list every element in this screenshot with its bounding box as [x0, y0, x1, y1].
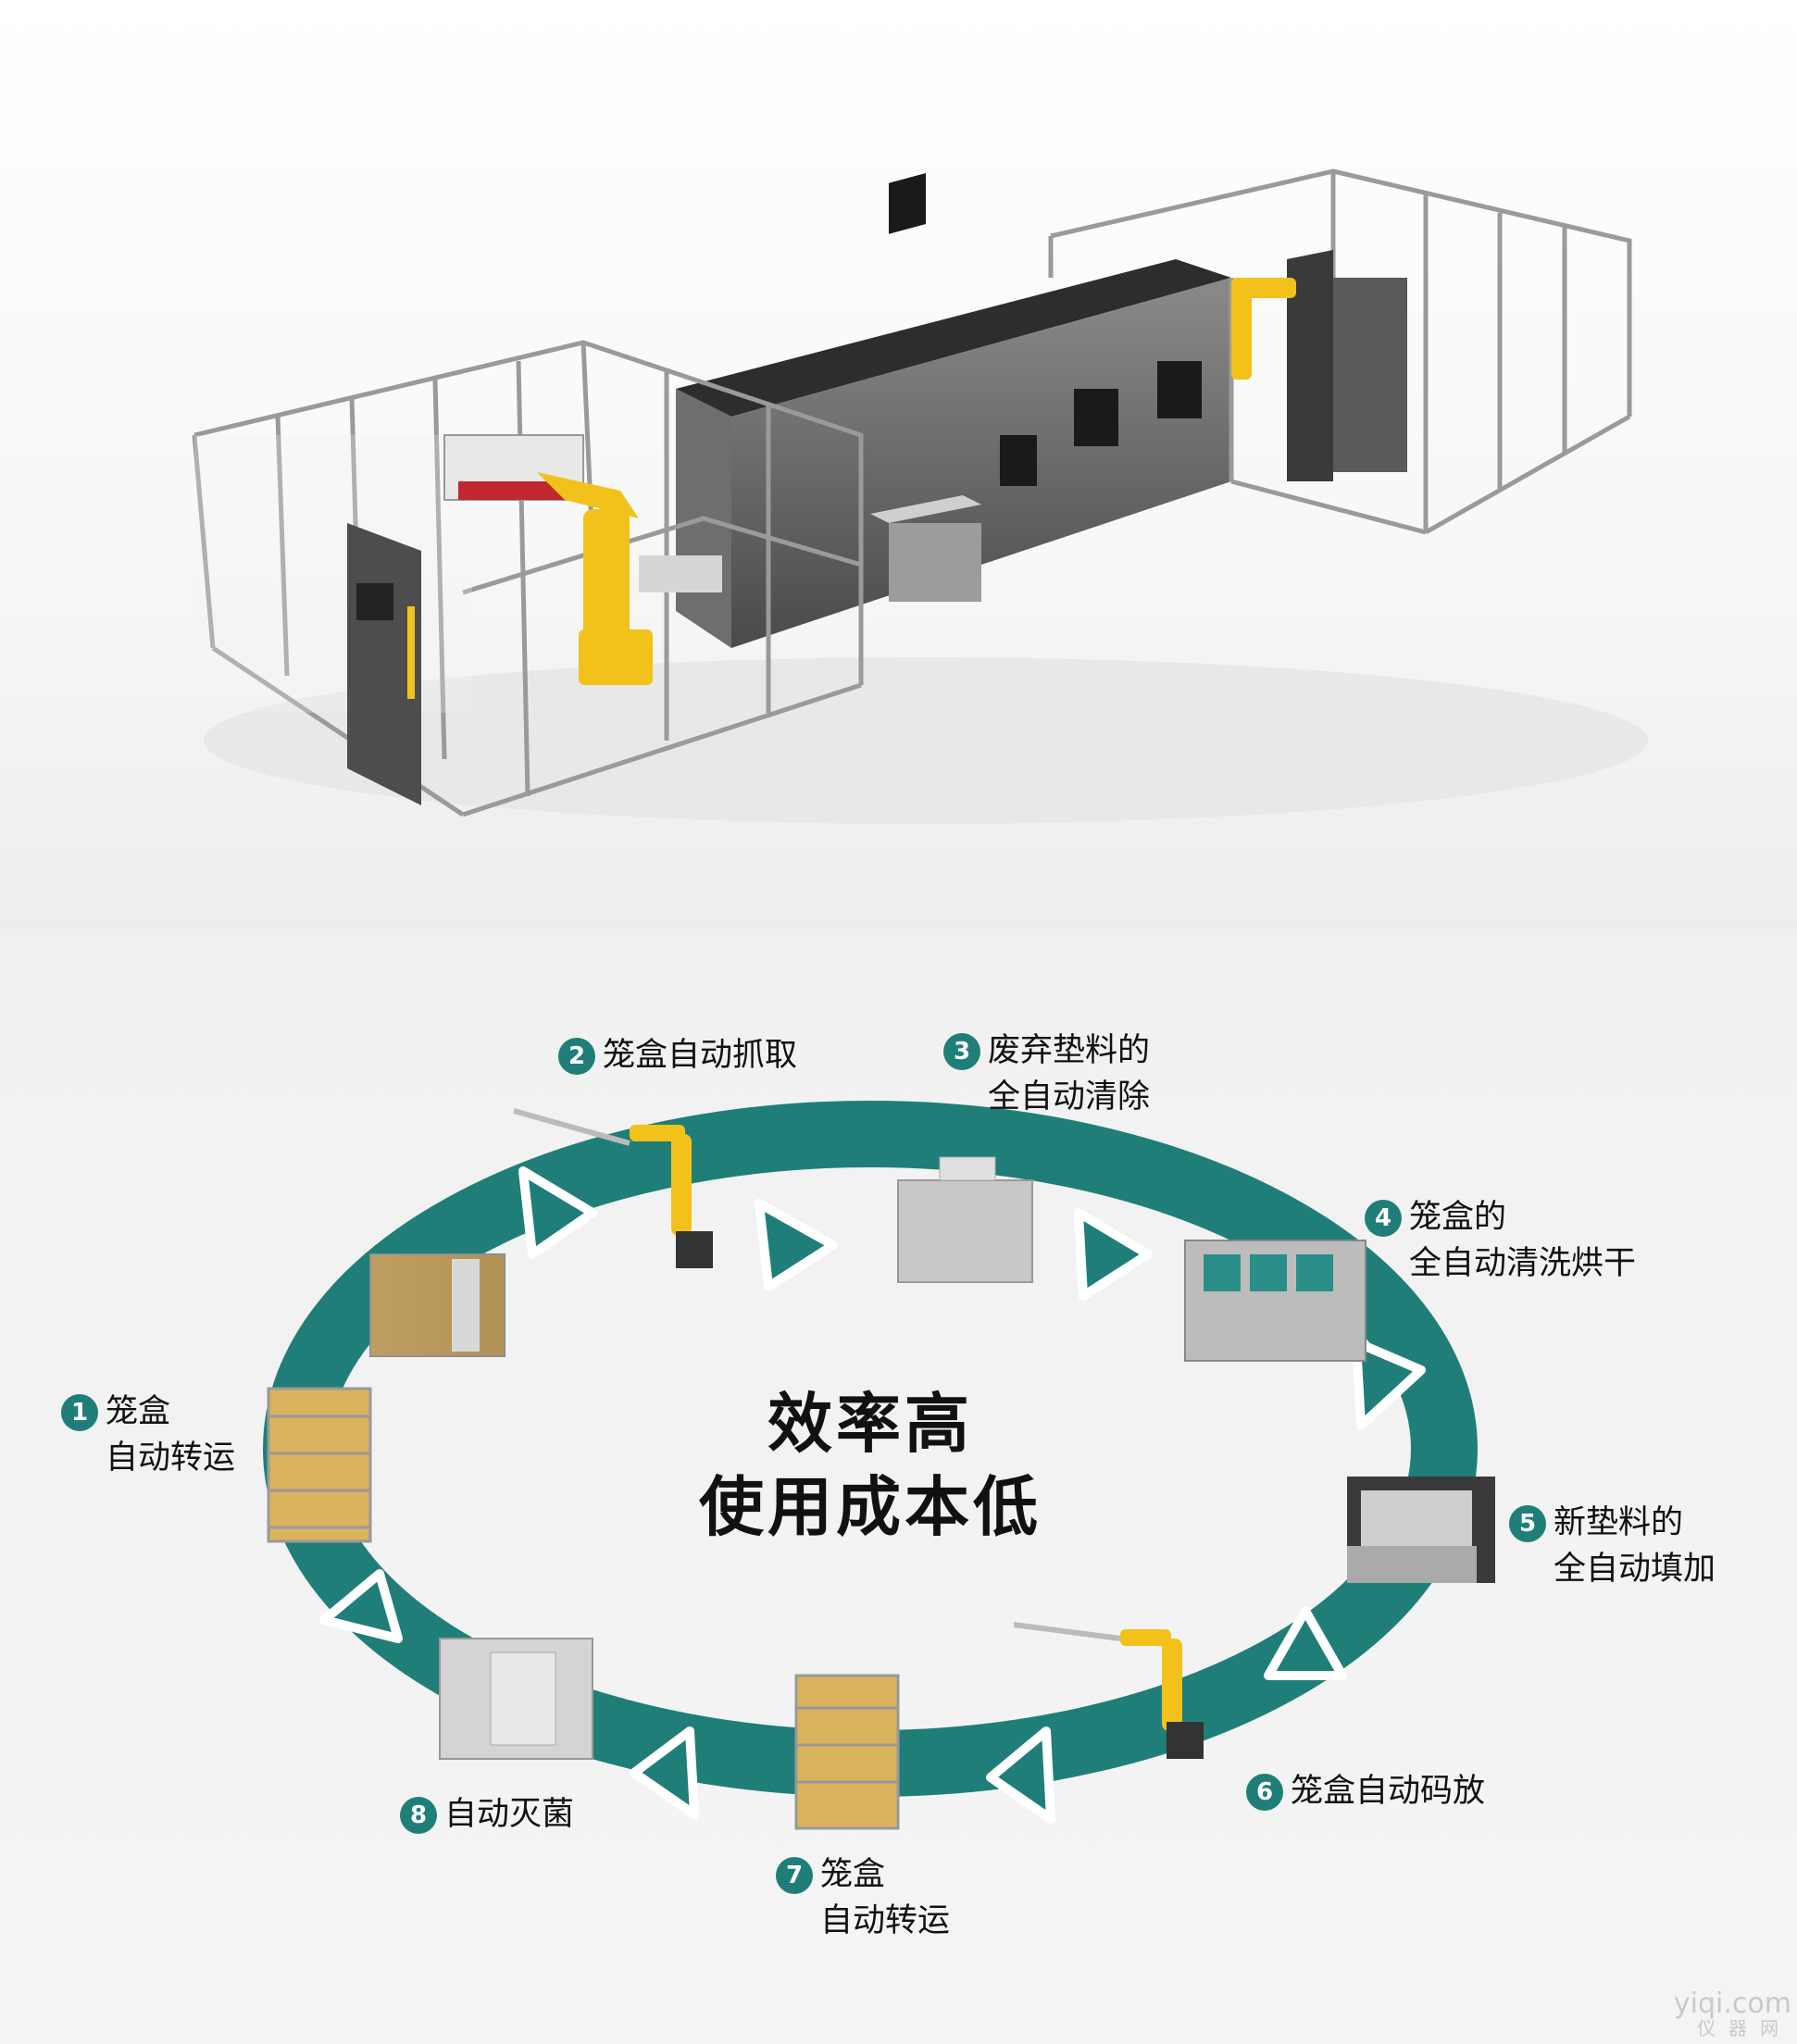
tunnel-washer-icon: [1184, 1240, 1366, 1362]
production-line-render: [0, 0, 1797, 935]
step-6-badge: 6: [1246, 1774, 1283, 1811]
step-4-badge: 4: [1365, 1200, 1402, 1237]
step-3-badge: 3: [943, 1033, 980, 1070]
robot-arm-icon: [1013, 1622, 1204, 1759]
arrow-5: [1264, 1606, 1347, 1680]
center-title-line2: 使用成本低: [699, 1469, 1042, 1545]
cage-rack-icon: [369, 1253, 505, 1357]
arrow-2: [755, 1199, 838, 1291]
tunnel-top: [676, 259, 1231, 417]
production-line-illustration: [192, 168, 1648, 824]
cycle-ring: [263, 1101, 1495, 1830]
step-8-badge: 8: [400, 1797, 437, 1834]
step-5-badge: 5: [1509, 1505, 1546, 1542]
center-title-line1: 效率高: [767, 1386, 973, 1462]
washer-machine-icon: [897, 1156, 1033, 1283]
arrow-6: [986, 1726, 1055, 1824]
right-safety-fence: [1048, 168, 1632, 535]
cage-rack-icon: [794, 1674, 900, 1830]
cage-rack-icon: [267, 1387, 372, 1543]
robot-arm-left: [443, 434, 722, 685]
arrow-8: [319, 1569, 403, 1643]
bedding-dispenser-icon: [1347, 1477, 1495, 1583]
step-1-badge: 1: [61, 1394, 98, 1431]
watermark: yiqi.com 仪器网: [1673, 1988, 1791, 2040]
arrow-1: [518, 1166, 597, 1259]
step-7-badge: 7: [776, 1857, 813, 1894]
robot-arm-icon: [513, 1108, 713, 1268]
tunnel-body: [731, 278, 1231, 648]
robot-arm-right: [1231, 278, 1296, 380]
sterilizer-icon: [439, 1638, 593, 1760]
arrow-7: [630, 1726, 699, 1819]
left-safety-fence: [192, 340, 864, 817]
arrow-3: [1074, 1208, 1153, 1301]
step-2-badge: 2: [558, 1038, 595, 1075]
ring-arrows: [319, 1166, 1426, 1824]
arrow-4: [1352, 1338, 1426, 1430]
